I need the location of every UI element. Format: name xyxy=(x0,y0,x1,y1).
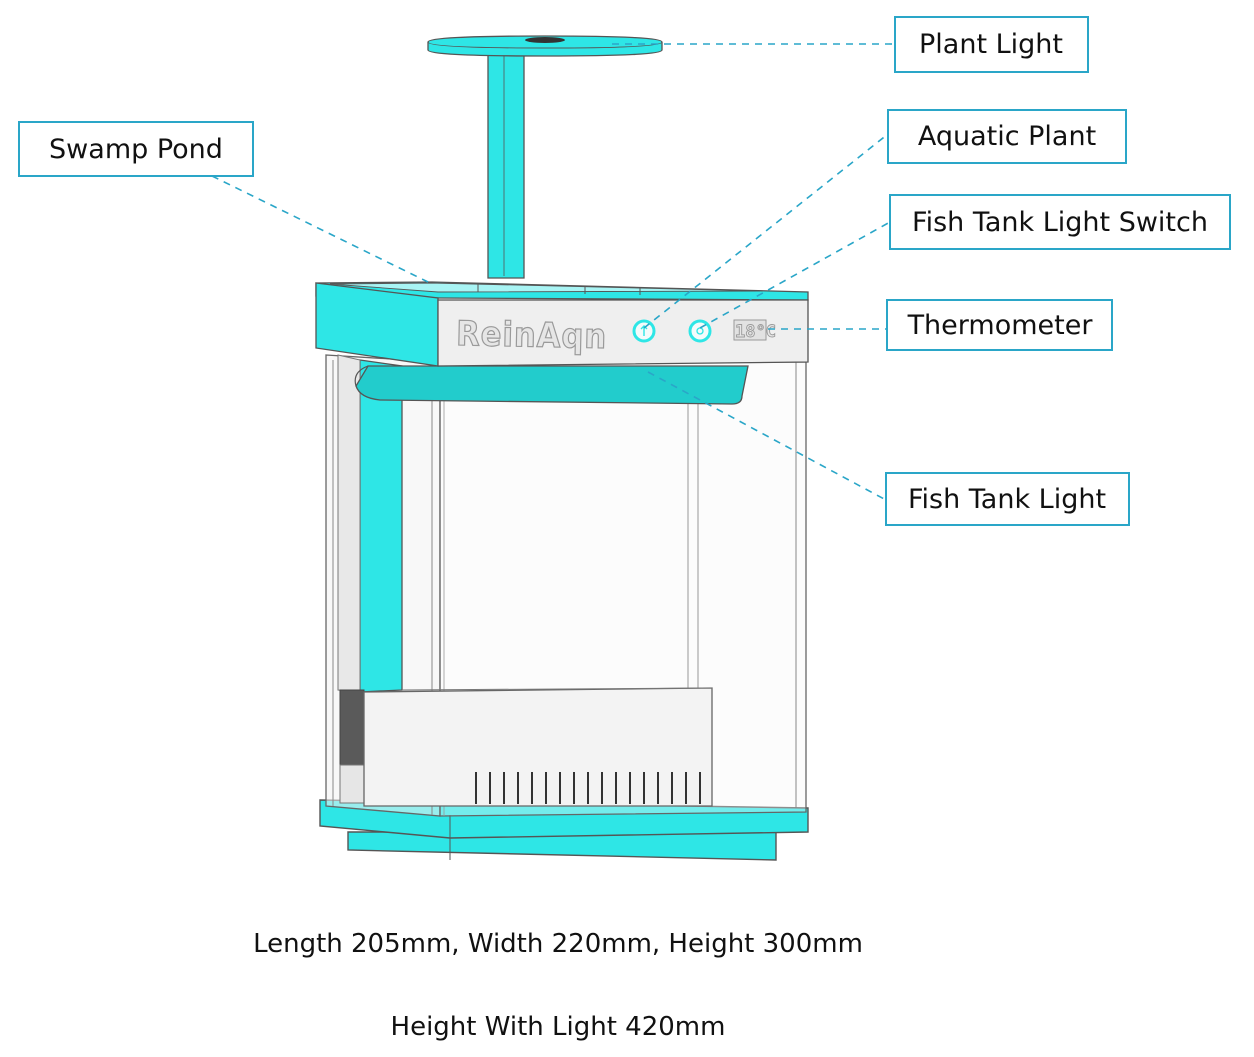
svg-text:Thermometer: Thermometer xyxy=(907,310,1094,341)
callout-thermometer: Thermometer xyxy=(886,299,1113,351)
svg-text:Plant Light: Plant Light xyxy=(919,29,1063,60)
dimensions-line-2: Height With Light 420mm xyxy=(391,1012,726,1042)
leader-swamp-pond xyxy=(211,175,429,283)
brand-logo: ReinAqn xyxy=(456,314,608,357)
light-switch-button[interactable] xyxy=(688,319,712,343)
callout-light-switch: Fish Tank Light Switch xyxy=(889,194,1231,250)
svg-text:Fish Tank Light: Fish Tank Light xyxy=(908,484,1106,515)
lid-left-side xyxy=(315,282,439,367)
svg-text:Swamp Pond: Swamp Pond xyxy=(49,134,223,165)
aquatic-plant-button[interactable] xyxy=(632,319,656,343)
dimensions-line-1: Length 205mm, Width 220mm, Height 300mm xyxy=(253,929,863,959)
tank-base xyxy=(319,799,809,839)
svg-text:18°C: 18°C xyxy=(735,322,776,342)
control-panel xyxy=(437,299,809,367)
svg-text:Fish Tank Light Switch: Fish Tank Light Switch xyxy=(912,207,1208,238)
svg-text:Aquatic Plant: Aquatic Plant xyxy=(918,121,1096,152)
callout-fish-tank-light: Fish Tank Light xyxy=(885,472,1130,526)
callout-aquatic-plant: Aquatic Plant xyxy=(887,109,1127,164)
fish-tank-light-bar xyxy=(355,365,749,405)
plant-light-disc xyxy=(427,35,663,57)
filter-slots xyxy=(475,772,701,804)
leader-light-switch xyxy=(699,221,891,329)
aquarium-illustration: ReinAqn 18°C xyxy=(315,35,809,861)
callout-swamp-pond: Swamp Pond xyxy=(18,121,254,177)
leader-fish-tank-light xyxy=(647,371,887,501)
thermometer-display: 18°C xyxy=(733,319,776,342)
plant-light-pole xyxy=(487,49,525,279)
filter-column xyxy=(359,359,403,693)
leader-lines xyxy=(211,43,895,501)
filter-box xyxy=(363,687,713,807)
callout-plant-light: Plant Light xyxy=(894,16,1089,73)
